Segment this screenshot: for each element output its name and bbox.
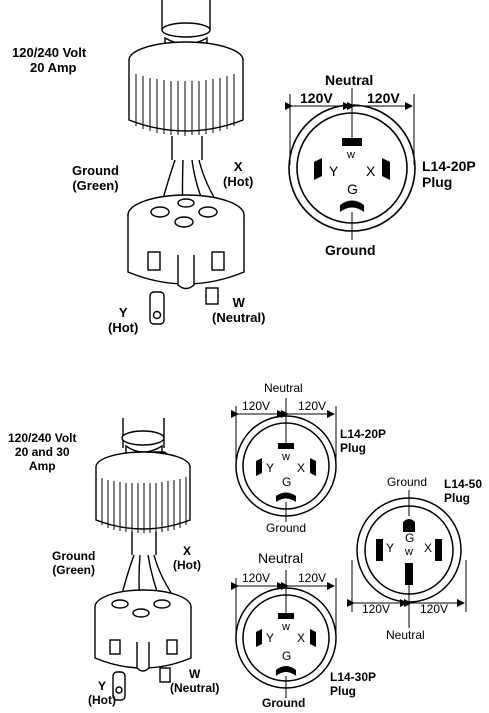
l1420-y-label: Y bbox=[266, 461, 275, 475]
top-plug-name-line-2: Plug bbox=[422, 174, 453, 191]
bottom-connector-drawing bbox=[94, 418, 192, 701]
l1430-ground-label: Ground bbox=[262, 696, 306, 710]
top-plug-ground-label: Ground bbox=[325, 242, 376, 258]
bottom-x-label: X (Hot) bbox=[173, 544, 201, 573]
bottom-ground-label: Ground (Green) bbox=[52, 549, 96, 578]
top-plug-w-label: w bbox=[347, 149, 355, 161]
bottom-l1420-face bbox=[231, 398, 337, 522]
top-x-line-1: X bbox=[233, 159, 243, 174]
bottom-w-label: W (Neutral) bbox=[170, 667, 220, 696]
bottom-rating-label: 120/240 Volt 20 and 30 Amp bbox=[8, 431, 77, 473]
top-x-label: X (Hot) bbox=[223, 159, 254, 190]
l1430-name-line-2: Plug bbox=[330, 683, 356, 698]
bottom-cap-ribs bbox=[101, 477, 187, 533]
l1420-name: L14-20P Plug bbox=[340, 427, 387, 456]
top-x-line-2: (Hot) bbox=[223, 173, 254, 189]
top-plug-name: L14-20P Plug bbox=[422, 158, 476, 190]
l1420-w-label: w bbox=[282, 451, 290, 463]
l1430-g-label: G bbox=[282, 649, 292, 663]
l1450-neutral-label: Neutral bbox=[386, 628, 425, 642]
bottom-ground-line-2: (Green) bbox=[52, 562, 95, 577]
l1450-g-label: G bbox=[405, 531, 415, 545]
top-plug-name-line-1: L14-20P bbox=[422, 158, 476, 174]
bottom-rating-line-2: 20 and 30 bbox=[14, 444, 70, 459]
l1430-right-voltage: 120V bbox=[298, 571, 327, 585]
l1430-left-voltage: 120V bbox=[242, 571, 271, 585]
l1450-left-voltage: 120V bbox=[362, 602, 391, 616]
top-plug-x-label: X bbox=[366, 163, 376, 179]
l1450-right-voltage: 120V bbox=[420, 602, 449, 616]
l1420-right-voltage: 120V bbox=[298, 399, 327, 413]
top-ground-label: Ground (Green) bbox=[72, 163, 119, 194]
top-plug-x-blade bbox=[382, 158, 390, 180]
bottom-rating-line-3: Amp bbox=[28, 458, 56, 473]
l1420-g-label: G bbox=[282, 475, 292, 489]
bottom-ground-line-1: Ground bbox=[52, 549, 96, 563]
top-ground-line-2: (Green) bbox=[72, 177, 119, 193]
l1430-neutral-label: Neutral bbox=[258, 550, 304, 566]
top-rating-line-2: 20 Amp bbox=[30, 59, 77, 75]
top-plug-ground-blade bbox=[340, 200, 364, 212]
bottom-x-line-1: X bbox=[182, 544, 191, 558]
top-rating-line-1: 120/240 Volt bbox=[12, 45, 87, 60]
bottom-w-line-2: (Neutral) bbox=[170, 680, 220, 695]
top-plug-g-label: G bbox=[347, 181, 358, 197]
l1420-x-label: X bbox=[297, 461, 306, 475]
l1430-name: L14-30P Plug bbox=[330, 670, 377, 699]
l1450-x-label: X bbox=[424, 541, 433, 555]
l1450-ground-label: Ground bbox=[387, 475, 428, 489]
l1430-x-label: X bbox=[297, 631, 306, 645]
top-connector-drawing bbox=[127, 0, 245, 325]
top-plug-left-voltage: 120V bbox=[300, 90, 333, 106]
top-w-line-1: W bbox=[232, 295, 245, 310]
l1420-neutral-label: Neutral bbox=[264, 381, 303, 395]
l1430-name-line-1: L14-30P bbox=[330, 670, 377, 684]
l1420-name-line-2: Plug bbox=[340, 440, 366, 455]
l1420-ground-label: Ground bbox=[266, 521, 307, 535]
l1450-w-label: w bbox=[405, 546, 413, 558]
top-plug-face bbox=[285, 88, 416, 240]
top-plug-w-blade bbox=[342, 138, 362, 146]
top-plug-neutral-label: Neutral bbox=[325, 72, 374, 88]
l1450-name-line-2: Plug bbox=[444, 490, 470, 505]
bottom-l1430-face bbox=[231, 570, 337, 698]
l1450-y-label: Y bbox=[386, 541, 395, 555]
l1450-name-line-1: L14-50 bbox=[444, 477, 483, 491]
bottom-y-label: Y (Hot) bbox=[88, 679, 116, 708]
l1430-y-label: Y bbox=[266, 631, 275, 645]
bottom-y-line-1: Y bbox=[97, 679, 106, 693]
bottom-w-line-1: W bbox=[189, 667, 201, 681]
top-y-line-2: (Hot) bbox=[108, 319, 139, 335]
bottom-l1450-face bbox=[347, 490, 467, 628]
top-y-label: Y (Hot) bbox=[108, 305, 139, 336]
top-plug-y-blade bbox=[314, 158, 322, 180]
top-plug-y-label: Y bbox=[329, 163, 339, 179]
bottom-rating-line-1: 120/240 Volt bbox=[8, 431, 77, 445]
top-w-line-2: (Neutral) bbox=[212, 309, 266, 325]
bottom-x-line-2: (Hot) bbox=[173, 557, 201, 572]
l1450-name: L14-50 Plug bbox=[444, 477, 483, 506]
top-plug-right-voltage: 120V bbox=[367, 90, 400, 106]
l1420-left-voltage: 120V bbox=[242, 399, 271, 413]
top-cap-ribs bbox=[135, 74, 235, 136]
top-ground-line-1: Ground bbox=[72, 163, 119, 178]
top-y-line-1: Y bbox=[118, 305, 128, 320]
top-w-label: W (Neutral) bbox=[212, 295, 266, 326]
l1420-name-line-1: L14-20P bbox=[340, 427, 387, 441]
top-rating-label: 120/240 Volt 20 Amp bbox=[12, 45, 87, 76]
bottom-y-line-2: (Hot) bbox=[88, 692, 116, 707]
l1430-w-label: w bbox=[282, 621, 290, 633]
